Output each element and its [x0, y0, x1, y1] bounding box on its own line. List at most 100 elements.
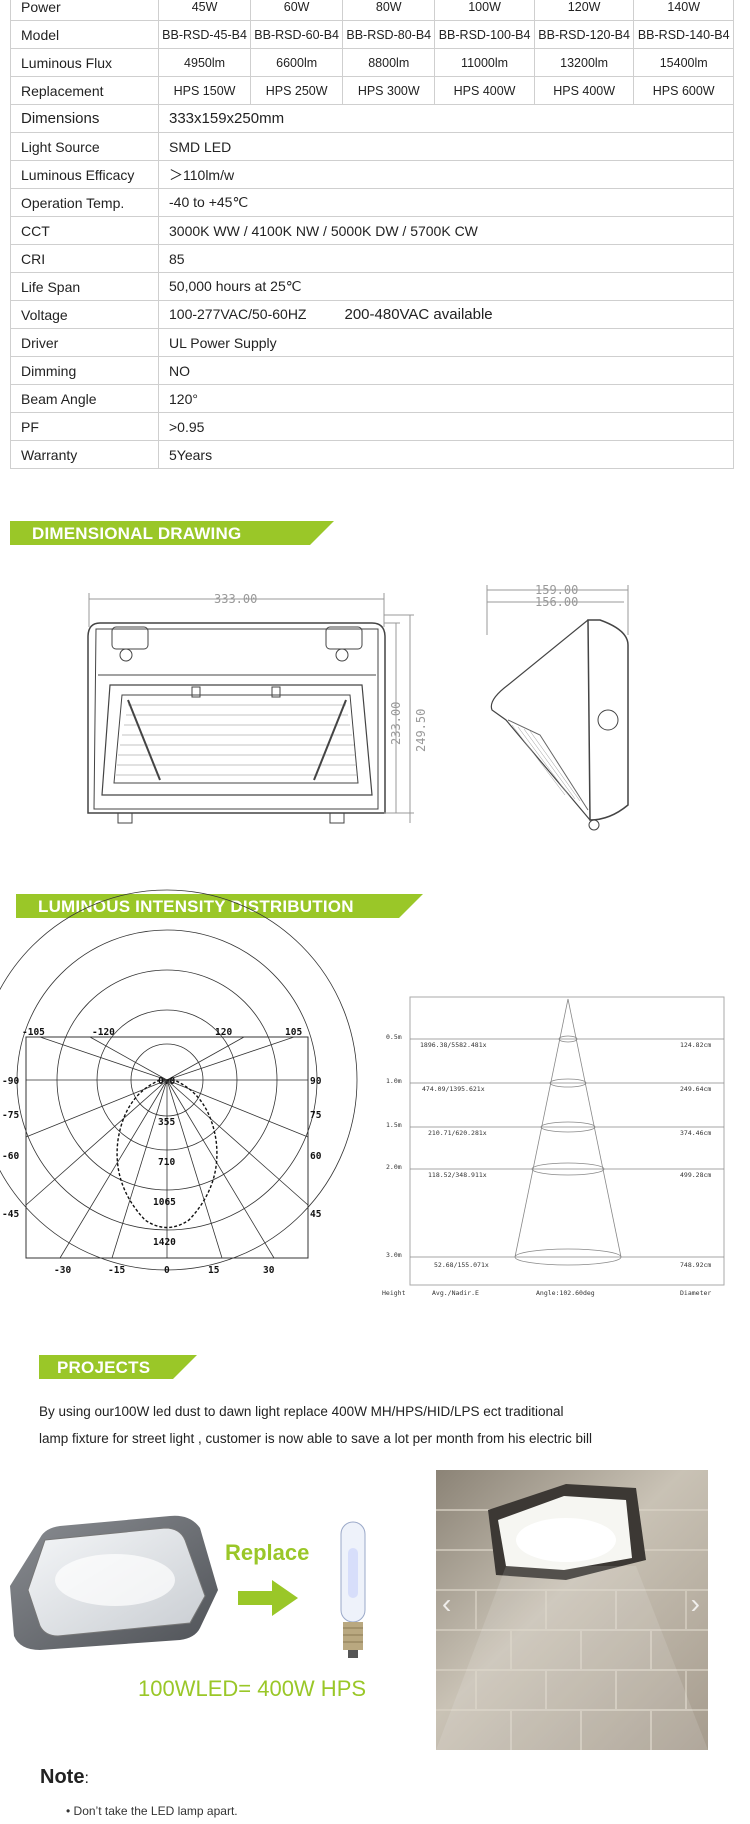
spec-cell: HPS 400W: [533, 76, 635, 105]
spec-cell: HPS 400W: [434, 76, 535, 105]
section-title: DIMENSIONAL DRAWING: [32, 524, 242, 543]
polar-left-label: -75: [2, 1110, 19, 1121]
spec-label: Power: [10, 0, 159, 21]
polar-bottom-label: 15: [208, 1265, 220, 1276]
dim-front-height-inner: 233.00: [389, 702, 403, 745]
spec-value: UL Power Supply: [158, 328, 734, 357]
spec-table: Power 45W 60W 80W 100W 120W 140W Model B…: [10, 0, 734, 469]
spec-label: Operation Temp.: [10, 188, 159, 217]
spec-row: Beam Angle 120°: [10, 384, 734, 413]
spec-row: Operation Temp. -40 to +45℃: [10, 188, 734, 217]
spec-row: PF >0.95: [10, 412, 734, 441]
spec-label: Model: [10, 20, 159, 49]
illum-diameter: 499.28cm: [680, 1171, 711, 1179]
polar-bottom-label: -15: [108, 1265, 125, 1276]
spec-row: Life Span 50,000 hours at 25℃: [10, 272, 734, 301]
spec-row: Driver UL Power Supply: [10, 328, 734, 357]
illum-value: 474.09/1395.621x: [422, 1085, 485, 1093]
illum-diameter: 748.92cm: [680, 1261, 711, 1269]
polar-right-label: 90: [310, 1076, 322, 1087]
illum-value: 210.71/620.281x: [428, 1129, 487, 1137]
illum-diameter: 124.82cm: [680, 1041, 711, 1049]
spec-row-power: Power 45W 60W 80W 100W 120W 140W: [10, 0, 734, 21]
header-bar: [10, 521, 310, 545]
spec-cell: BB-RSD-140-B4: [633, 20, 734, 49]
spec-label: Luminous Efficacy: [10, 160, 159, 189]
spec-cell: 13200lm: [533, 48, 635, 77]
spec-value: 5Years: [158, 440, 734, 469]
spec-value: SMD LED: [158, 132, 734, 161]
spec-value: 120°: [158, 384, 734, 413]
spec-cell: BB-RSD-80-B4: [342, 20, 436, 49]
project-photo-carousel[interactable]: ‹ ›: [436, 1470, 708, 1750]
polar-ring-label: 710: [158, 1157, 175, 1168]
polar-left-label: -90: [2, 1076, 19, 1087]
brick-wall-pattern: [436, 1484, 708, 1750]
spec-label: Dimensions: [10, 104, 159, 133]
header-arrow: [173, 1355, 197, 1379]
spec-row-flux: Luminous Flux 4950lm 6600lm 8800lm 11000…: [10, 48, 734, 77]
spec-row: Dimming NO: [10, 356, 734, 385]
illum-diameter: 249.64cm: [680, 1085, 711, 1093]
spec-label: Replacement: [10, 76, 159, 105]
spec-cell: 60W: [250, 0, 344, 21]
spec-label: Dimming: [10, 356, 159, 385]
spec-cell: HPS 150W: [157, 76, 252, 105]
spec-cell: BB-RSD-45-B4: [157, 20, 252, 49]
carousel-next-button[interactable]: ›: [690, 1588, 700, 1619]
polar-top-label: -120: [92, 1027, 115, 1038]
spec-cell: BB-RSD-100-B4: [434, 20, 535, 49]
section-title: PROJECTS: [57, 1358, 151, 1377]
illum-diameter: 374.46cm: [680, 1129, 711, 1137]
spec-cell: 6600lm: [250, 48, 344, 77]
spec-row: CCT 3000K WW / 4100K NW / 5000K DW / 570…: [10, 216, 734, 245]
spec-cell: HPS 300W: [342, 76, 436, 105]
illum-height: 0.5m: [386, 1033, 402, 1041]
spec-row: Warranty 5Years: [10, 440, 734, 469]
spec-row-replacement: Replacement HPS 150W HPS 250W HPS 300W H…: [10, 76, 734, 105]
polar-bottom-label: 30: [263, 1265, 275, 1276]
spec-label: Light Source: [10, 132, 159, 161]
spec-cell: 4950lm: [157, 48, 252, 77]
spec-label: Life Span: [10, 272, 159, 301]
illum-value: 118.52/348.911x: [428, 1171, 487, 1179]
spec-value: 50,000 hours at 25℃: [158, 272, 734, 301]
spec-value: 85: [158, 244, 734, 273]
illum-footer-avg: Avg./Nadir.E: [432, 1289, 479, 1297]
header-arrow: [310, 521, 334, 545]
note-item: • Don’t take the LED lamp apart.: [66, 1804, 238, 1818]
replace-arrow-icon: [238, 1580, 298, 1616]
spec-label: PF: [10, 412, 159, 441]
dim-side-depth-outer: 159.00: [535, 583, 578, 597]
spec-label: Warranty: [10, 440, 159, 469]
illum-height: 1.5m: [386, 1121, 402, 1129]
spec-cell: 120W: [533, 0, 635, 21]
illum-footer-diameter: Diameter: [680, 1289, 711, 1297]
projects-description-line1: By using our100W led dust to dawn light …: [39, 1404, 564, 1419]
spec-label: CCT: [10, 216, 159, 245]
spec-cell: 100W: [434, 0, 535, 21]
spec-cell: BB-RSD-60-B4: [250, 20, 344, 49]
spec-cell: 11000lm: [434, 48, 535, 77]
spec-value: 100-277VAC/50-60HZ 200-480VAC available: [158, 300, 734, 329]
header-bar: [39, 1355, 173, 1379]
dimensional-drawing: 333.00 159.00 156.00 233.00 249.50: [87, 583, 629, 831]
header-bar: [16, 894, 399, 918]
carousel-prev-button[interactable]: ‹: [442, 1588, 452, 1619]
spec-value: NO: [158, 356, 734, 385]
polar-top-label: -105: [22, 1027, 45, 1038]
spec-cell: HPS 600W: [633, 76, 734, 105]
polar-ring-label: 1065: [153, 1197, 176, 1208]
spec-value: >0.95: [158, 412, 734, 441]
spec-cell: 45W: [157, 0, 252, 21]
spec-cell: BB-RSD-120-B4: [533, 20, 635, 49]
polar-left-label: -60: [2, 1151, 19, 1162]
polar-ring-label: 355: [158, 1117, 175, 1128]
dim-front-width: 333.00: [214, 592, 257, 606]
spec-value-extra: 200-480VAC available: [344, 306, 493, 323]
spec-row: Dimensions 333x159x250mm: [10, 104, 734, 133]
spec-value-text: 100-277VAC/50-60HZ: [169, 306, 307, 322]
dim-front-height-outer: 249.50: [414, 709, 428, 752]
dim-side-depth-inner: 156.00: [535, 595, 578, 609]
